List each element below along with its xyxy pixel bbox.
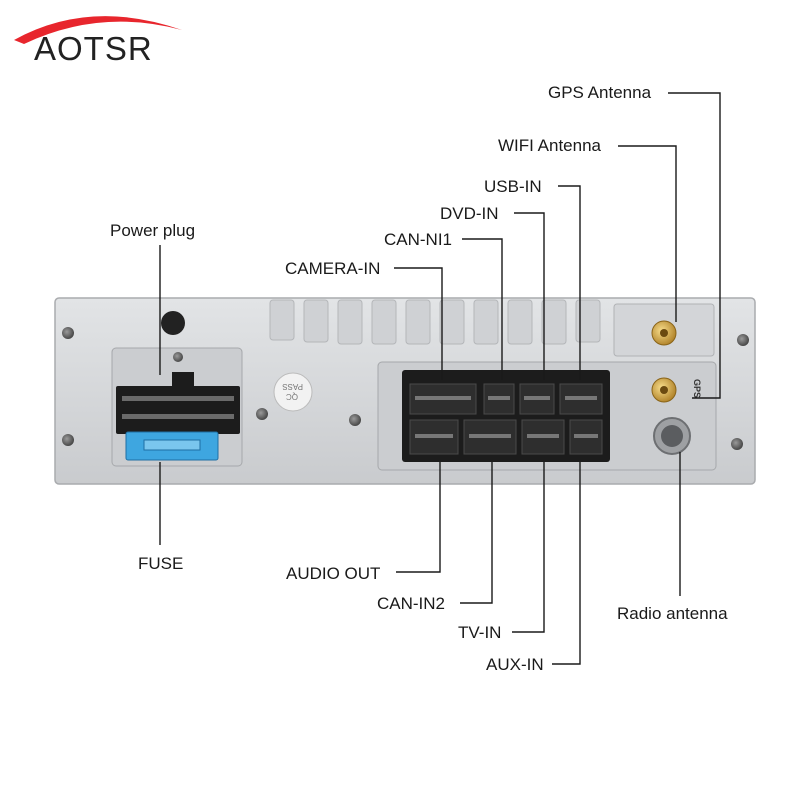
screw-icon [62,327,74,339]
logo-text: AOTSR [34,30,153,67]
qc-label: QC [286,392,298,401]
screw-icon [173,352,183,362]
logo-swoosh [14,16,182,44]
label-can-ni1: CAN-NI1 [384,230,452,249]
label-power-plug: Power plug [110,221,195,240]
label-tv-in: TV-IN [458,623,501,642]
screw-icon [731,438,743,450]
brand-logo: AOTSR [14,16,182,67]
cable-hole-icon [161,311,185,335]
qc-pass-sticker: QC PASS [273,372,313,412]
label-fuse: FUSE [138,554,183,573]
leader-lines [159,92,721,665]
label-gps-antenna: GPS Antenna [548,83,652,102]
power-plug-connector [116,372,240,461]
label-dvd-in: DVD-IN [440,204,499,223]
screw-icon [62,434,74,446]
wifi-antenna-connector [651,320,677,346]
gps-antenna-connector: GPS [651,377,702,403]
screw-icon [256,408,268,420]
screw-icon [737,334,749,346]
callout-labels: GPS Antenna WIFI Antenna USB-IN DVD-IN C… [110,83,728,674]
screw-icon [349,414,361,426]
label-can-in2: CAN-IN2 [377,594,445,613]
radio-antenna-socket [653,417,691,455]
label-audio-out: AUDIO OUT [286,564,380,583]
label-camera-in: CAMERA-IN [285,259,380,278]
vent-slots [269,299,601,345]
label-wifi-antenna: WIFI Antenna [498,136,602,155]
gps-marking: GPS [692,379,702,398]
pass-label: PASS [282,382,303,391]
screws [62,327,749,450]
label-aux-in: AUX-IN [486,655,544,674]
io-connector-block [402,370,610,462]
label-radio-antenna: Radio antenna [617,604,728,623]
label-usb-in: USB-IN [484,177,542,196]
